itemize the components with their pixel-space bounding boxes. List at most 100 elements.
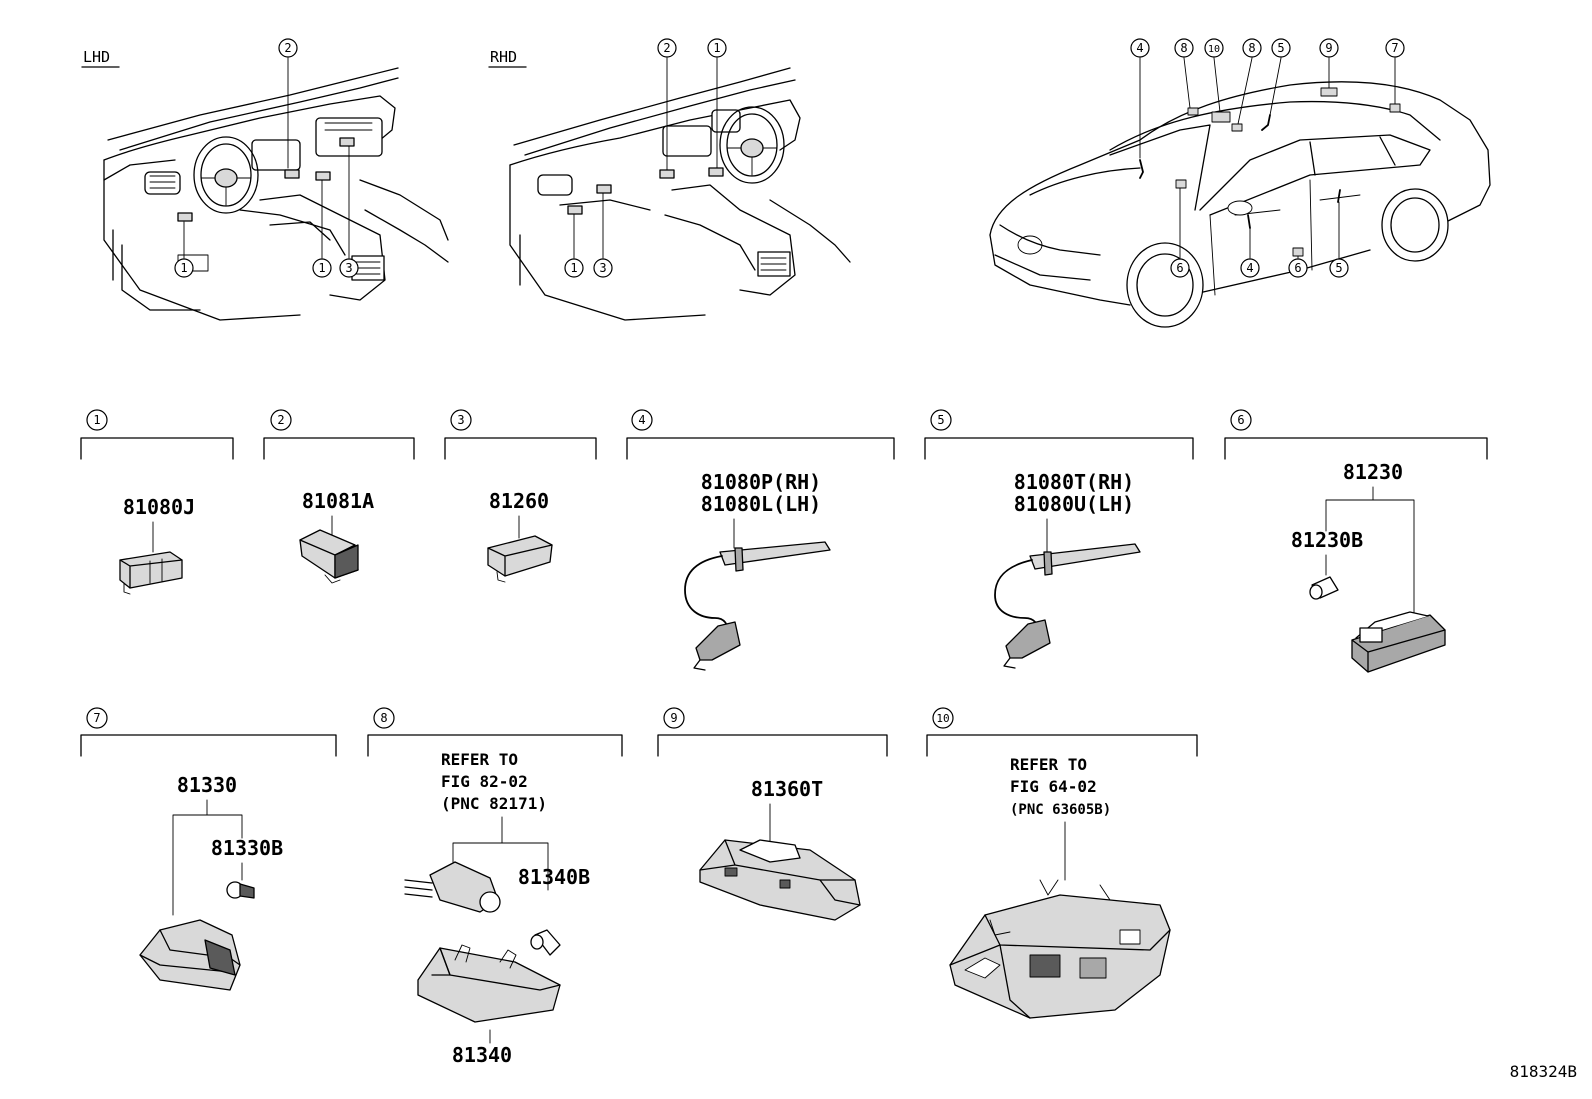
leader-line [1183,57,1191,109]
group-9: 9 81360T [657,707,888,921]
reference-line: REFER TO [441,750,518,769]
part-number: 81080P(RH) [701,470,821,494]
callout-number: 5 [1277,41,1284,55]
callout-bubble [564,258,584,278]
courtesy-lamp-drawing [1351,611,1446,673]
group-10: 10 REFER TO FIG 64-02 (PNC 63605B) [926,707,1198,1019]
callout-bubble [1329,258,1349,278]
group-number-bubble [270,409,292,431]
part-number: 81080L(LH) [701,492,821,516]
courtesy-lamp-drawing [139,919,241,991]
callout-bubble [707,38,727,58]
overhead-console-drawing [949,879,1171,1019]
group-4: 4 81080P(RH) 81080L(LH) [626,409,895,671]
part-number: 81340 [452,1043,512,1067]
callout-number: 3 [345,261,352,275]
map-lamp-drawing [417,944,561,1023]
part-number: 81081A [302,489,374,513]
part-number: 81230 [1343,460,1403,484]
group-bracket [263,437,415,460]
leader-line [1325,499,1415,619]
part-number: 81330 [177,773,237,797]
rhd-dashboard-illustration: RHD 2 1 1 3 [488,38,851,321]
group-bracket [626,437,895,460]
callout-number: 2 [663,41,670,55]
callout-number: 6 [1176,261,1183,275]
group-bracket [926,734,1198,757]
part-number: 81340B [518,865,590,889]
group-5: 5 81080T(RH) 81080U(LH) [924,409,1194,669]
callout-number: 1 [570,261,577,275]
leader-line [452,842,549,891]
callout-number: 7 [1391,41,1398,55]
group-number: 8 [380,711,387,725]
lhd-label: LHD [83,48,110,66]
group-bracket [80,437,234,460]
group-number-bubble [86,707,108,729]
part-number: 81080T(RH) [1014,470,1134,494]
switch-part-drawing [119,551,183,595]
group-number-bubble [450,409,472,431]
callout-number: 3 [599,261,606,275]
callout-number: 6 [1294,261,1301,275]
group-number-bubble [663,707,685,729]
bulb-drawing [1309,576,1339,600]
group-2: 2 81081A [263,409,415,584]
callout-bubble [1288,258,1308,278]
group-number: 5 [937,413,944,427]
callout-number: 4 [1246,261,1253,275]
callout-bubble [1242,38,1262,58]
group-number: 9 [670,711,677,725]
part-number: 81230B [1291,528,1363,552]
group-number: 6 [1237,413,1244,427]
group-1: 1 81080J [80,409,234,595]
group-3: 3 81260 [444,409,597,583]
group-number-bubble [1230,409,1252,431]
sensor-harness-drawing [684,541,831,671]
callout-number: 8 [1248,41,1255,55]
callout-bubble [312,258,332,278]
group-number-bubble [86,409,108,431]
part-number: 81080J [123,495,195,519]
leader-line [1269,57,1282,116]
callout-bubble [1240,258,1260,278]
callout-number: 10 [1208,44,1220,55]
group-number-bubble [631,409,653,431]
group-number-bubble [930,409,952,431]
callout-number: 1 [180,261,187,275]
group-number-bubble [932,707,954,729]
group-number: 1 [93,413,100,427]
part-number: 81260 [489,489,549,513]
callout-number: 5 [1335,261,1342,275]
bulb-drawing [226,881,255,899]
callout-bubble [1319,38,1339,58]
group-bracket [657,734,888,757]
callout-bubble [1174,38,1194,58]
callout-number: 8 [1180,41,1187,55]
socket-drawing [404,861,501,913]
group-7: 7 81330 81330B [80,707,337,991]
group-bracket [1224,437,1488,460]
reference-line: (PNC 82171) [441,794,547,813]
callout-bubble [1271,38,1291,58]
group-bracket [444,437,597,460]
callout-bubble [593,258,613,278]
car-illustration: 4 8 10 8 5 9 7 6 4 6 5 [989,38,1491,328]
leader-line [172,814,243,916]
room-lamp-drawing [699,839,861,921]
callout-bubble [1204,38,1224,58]
callout-number: 4 [1136,41,1143,55]
callout-number: 1 [318,261,325,275]
group-6: 6 81230 81230B [1224,409,1488,673]
callout-bubble [1130,38,1150,58]
switch-part-drawing [299,529,359,584]
group-number: 3 [457,413,464,427]
callout-bubble [1385,38,1405,58]
group-number: 2 [277,413,284,427]
callout-bubble [174,258,194,278]
group-number: 7 [93,711,100,725]
group-number: 4 [638,413,645,427]
reference-line: FIG 82-02 [441,772,528,791]
callout-number: 9 [1325,41,1332,55]
